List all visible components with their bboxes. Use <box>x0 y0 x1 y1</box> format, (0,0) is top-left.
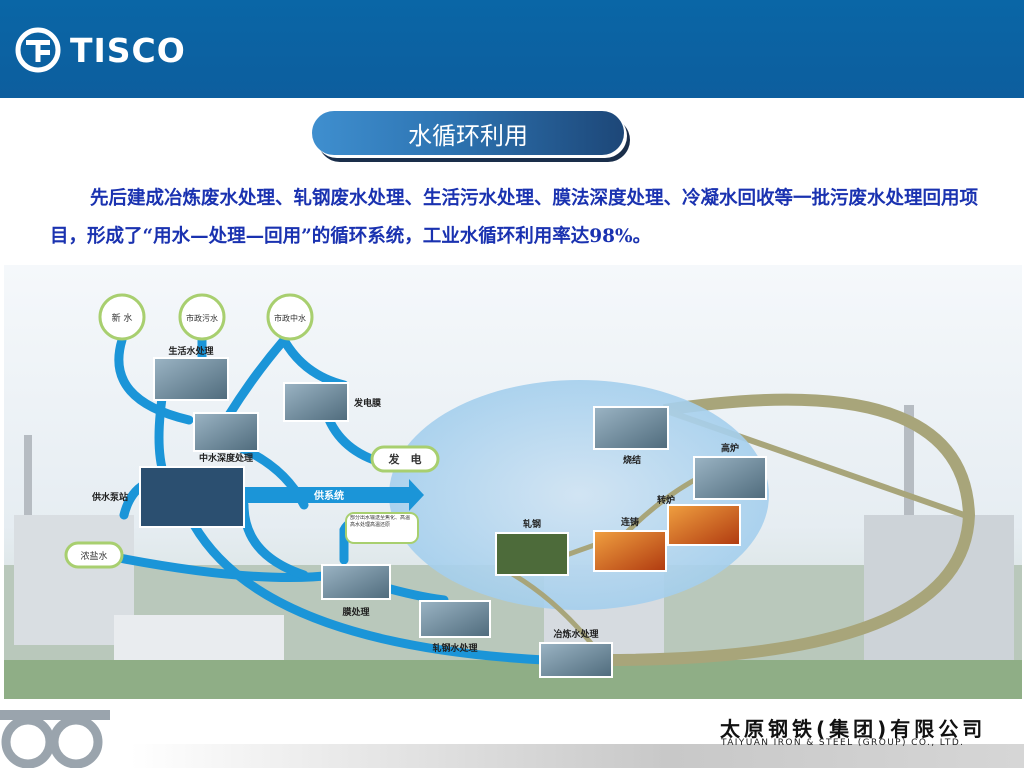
supply-label: 供系统 <box>313 489 344 502</box>
source-municipal-reclaimed: 市政中水 <box>266 293 314 341</box>
pump-station-node: 供水泵站 <box>91 466 245 528</box>
sintering-label: 烧结 <box>623 454 641 466</box>
source-fresh-water: 新 水 <box>98 293 146 341</box>
reclaimed-treatment-node: 中水深度处理 <box>193 412 259 464</box>
power-label: 发 电 <box>388 452 422 466</box>
blast-furnace-node: 高炉 <box>693 442 767 500</box>
header-bar: TISCO <box>0 0 1024 98</box>
company-name-en: TAIYUAN IRON & STEEL (GROUP) CO., LTD. <box>721 738 965 748</box>
sintering-node: 烧结 <box>593 406 669 466</box>
membrane-treatment-node: 膜处理 <box>321 564 391 618</box>
power-node: 发 电 <box>370 445 440 473</box>
softened-water-node: 浓盐水 <box>64 541 124 569</box>
rolling-water-node: 轧钢水处理 <box>419 600 491 654</box>
power-membrane-node: 发电膜 <box>283 382 382 422</box>
description-text: 先后建成冶炼废水处理、轧钢废水处理、生活污水处理、膜法深度处理、冷凝水回收等一批… <box>50 188 979 247</box>
reclaimed-label: 中水深度处理 <box>199 452 253 464</box>
smelting-water-label: 冶炼水处理 <box>553 628 598 640</box>
reuse-note-text: 部分出水输送至焦化、高温高水处理高温还原 <box>350 515 411 528</box>
logo-text: TISCO <box>70 30 186 70</box>
casting-label: 连铸 <box>621 516 639 528</box>
source-reclaimed-label: 市政中水 <box>274 313 306 323</box>
slide-title-badge: 水循环利用 <box>312 111 632 163</box>
rolling-node: 轧钢 <box>495 518 569 576</box>
tisco-emblem-icon <box>15 27 61 73</box>
smelting-water-node: 冶炼水处理 <box>539 628 613 678</box>
taigang-emblem-icon <box>0 710 110 769</box>
tisco-logo: TISCO <box>14 26 186 74</box>
footer-band <box>130 744 1024 768</box>
softened-label: 浓盐水 <box>80 550 107 562</box>
company-name-cn: 太原钢铁(集团)有限公司 <box>720 717 987 741</box>
slide-title: 水循环利用 <box>312 111 624 155</box>
blast-furnace-label: 高炉 <box>721 442 739 454</box>
domestic-label: 生活水处理 <box>168 345 213 357</box>
source-municipal-sewage: 市政污水 <box>178 293 226 341</box>
rolling-label: 轧钢 <box>523 518 541 530</box>
pump-station-label: 供水泵站 <box>91 491 128 503</box>
power-membrane-label: 发电膜 <box>353 397 382 409</box>
source-fresh-label: 新 水 <box>112 312 133 324</box>
membrane-label: 膜处理 <box>341 606 369 618</box>
domestic-treatment-node: 生活水处理 <box>153 345 229 401</box>
footer-emblem <box>0 708 110 772</box>
reuse-note: 部分出水输送至焦化、高温高水处理高温还原 <box>345 512 419 544</box>
converter-node: 转炉 <box>657 494 741 546</box>
converter-label: 转炉 <box>657 494 675 506</box>
casting-node: 连铸 <box>593 516 667 572</box>
water-cycle-diagram: 供系统 新 水 市政污水 市政中水 发 电 浓盐水 部分出水输送至焦化 <box>4 265 1022 699</box>
rolling-water-label: 轧钢水处理 <box>432 642 477 654</box>
slide-description: 先后建成冶炼废水处理、轧钢废水处理、生活污水处理、膜法深度处理、冷凝水回收等一批… <box>50 180 1000 256</box>
source-sewage-label: 市政污水 <box>186 313 218 323</box>
